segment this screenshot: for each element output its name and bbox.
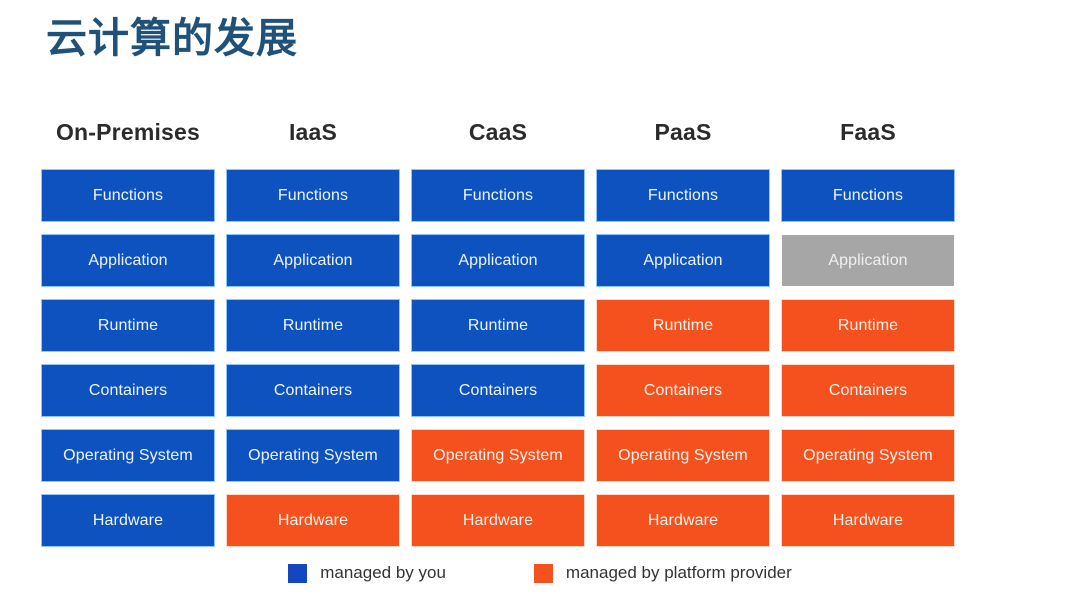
cell-on-premises-operating-system: Operating System <box>42 430 214 481</box>
matrix-row-runtime: Runtime Runtime Runtime Runtime Runtime <box>42 300 954 351</box>
matrix-row-containers: Containers Containers Containers Contain… <box>42 365 954 416</box>
cell-caas-hardware: Hardware <box>412 495 584 546</box>
cell-on-premises-application: Application <box>42 235 214 286</box>
legend-swatch-blue-icon <box>288 563 308 583</box>
cell-faas-hardware: Hardware <box>782 495 954 546</box>
cell-paas-containers: Containers <box>597 365 769 416</box>
cell-faas-operating-system: Operating System <box>782 430 954 481</box>
cell-on-premises-hardware: Hardware <box>42 495 214 546</box>
cell-faas-containers: Containers <box>782 365 954 416</box>
cell-paas-functions: Functions <box>597 170 769 221</box>
matrix-body: Functions Functions Functions Functions … <box>42 170 954 546</box>
cell-caas-application: Application <box>412 235 584 286</box>
cell-iaas-functions: Functions <box>227 170 399 221</box>
column-header-iaas: IaaS <box>288 118 338 145</box>
cell-on-premises-containers: Containers <box>42 365 214 416</box>
cell-paas-runtime: Runtime <box>597 300 769 351</box>
page-title: 云计算的发展 <box>46 15 298 61</box>
cell-caas-functions: Functions <box>412 170 584 221</box>
column-header-caas: CaaS <box>468 118 528 145</box>
cell-caas-runtime: Runtime <box>412 300 584 351</box>
cell-iaas-operating-system: Operating System <box>227 430 399 481</box>
legend: managed by you managed by platform provi… <box>0 563 1080 583</box>
column-header-faas: FaaS <box>840 118 896 145</box>
matrix-row-operating-system: Operating System Operating System Operat… <box>42 430 954 481</box>
cell-paas-operating-system: Operating System <box>597 430 769 481</box>
matrix-column-headers: On-Premises IaaS CaaS PaaS FaaS <box>42 104 954 160</box>
matrix-row-application: Application Application Application Appl… <box>42 235 954 286</box>
cell-on-premises-functions: Functions <box>42 170 214 221</box>
column-header-paas: PaaS <box>654 118 712 145</box>
matrix-row-functions: Functions Functions Functions Functions … <box>42 170 954 221</box>
cell-caas-operating-system: Operating System <box>412 430 584 481</box>
cloud-service-model-matrix: On-Premises IaaS CaaS PaaS FaaS Function… <box>42 104 954 546</box>
cell-faas-application: Application <box>782 235 954 286</box>
cell-caas-containers: Containers <box>412 365 584 416</box>
cell-iaas-runtime: Runtime <box>227 300 399 351</box>
legend-label-managed-by-you: managed by you <box>320 563 446 582</box>
cell-iaas-containers: Containers <box>227 365 399 416</box>
cell-faas-runtime: Runtime <box>782 300 954 351</box>
legend-item-managed-by-you: managed by you <box>288 563 446 583</box>
legend-item-managed-by-platform-provider: managed by platform provider <box>533 563 792 583</box>
cell-on-premises-runtime: Runtime <box>42 300 214 351</box>
cell-paas-hardware: Hardware <box>597 495 769 546</box>
matrix-row-hardware: Hardware Hardware Hardware Hardware Hard… <box>42 495 954 546</box>
cell-iaas-hardware: Hardware <box>227 495 399 546</box>
legend-label-managed-by-platform-provider: managed by platform provider <box>565 563 792 582</box>
column-header-on-premises: On-Premises <box>55 118 201 145</box>
cell-paas-application: Application <box>597 235 769 286</box>
cell-faas-functions: Functions <box>782 170 954 221</box>
legend-swatch-orange-icon <box>533 563 553 583</box>
cell-iaas-application: Application <box>227 235 399 286</box>
